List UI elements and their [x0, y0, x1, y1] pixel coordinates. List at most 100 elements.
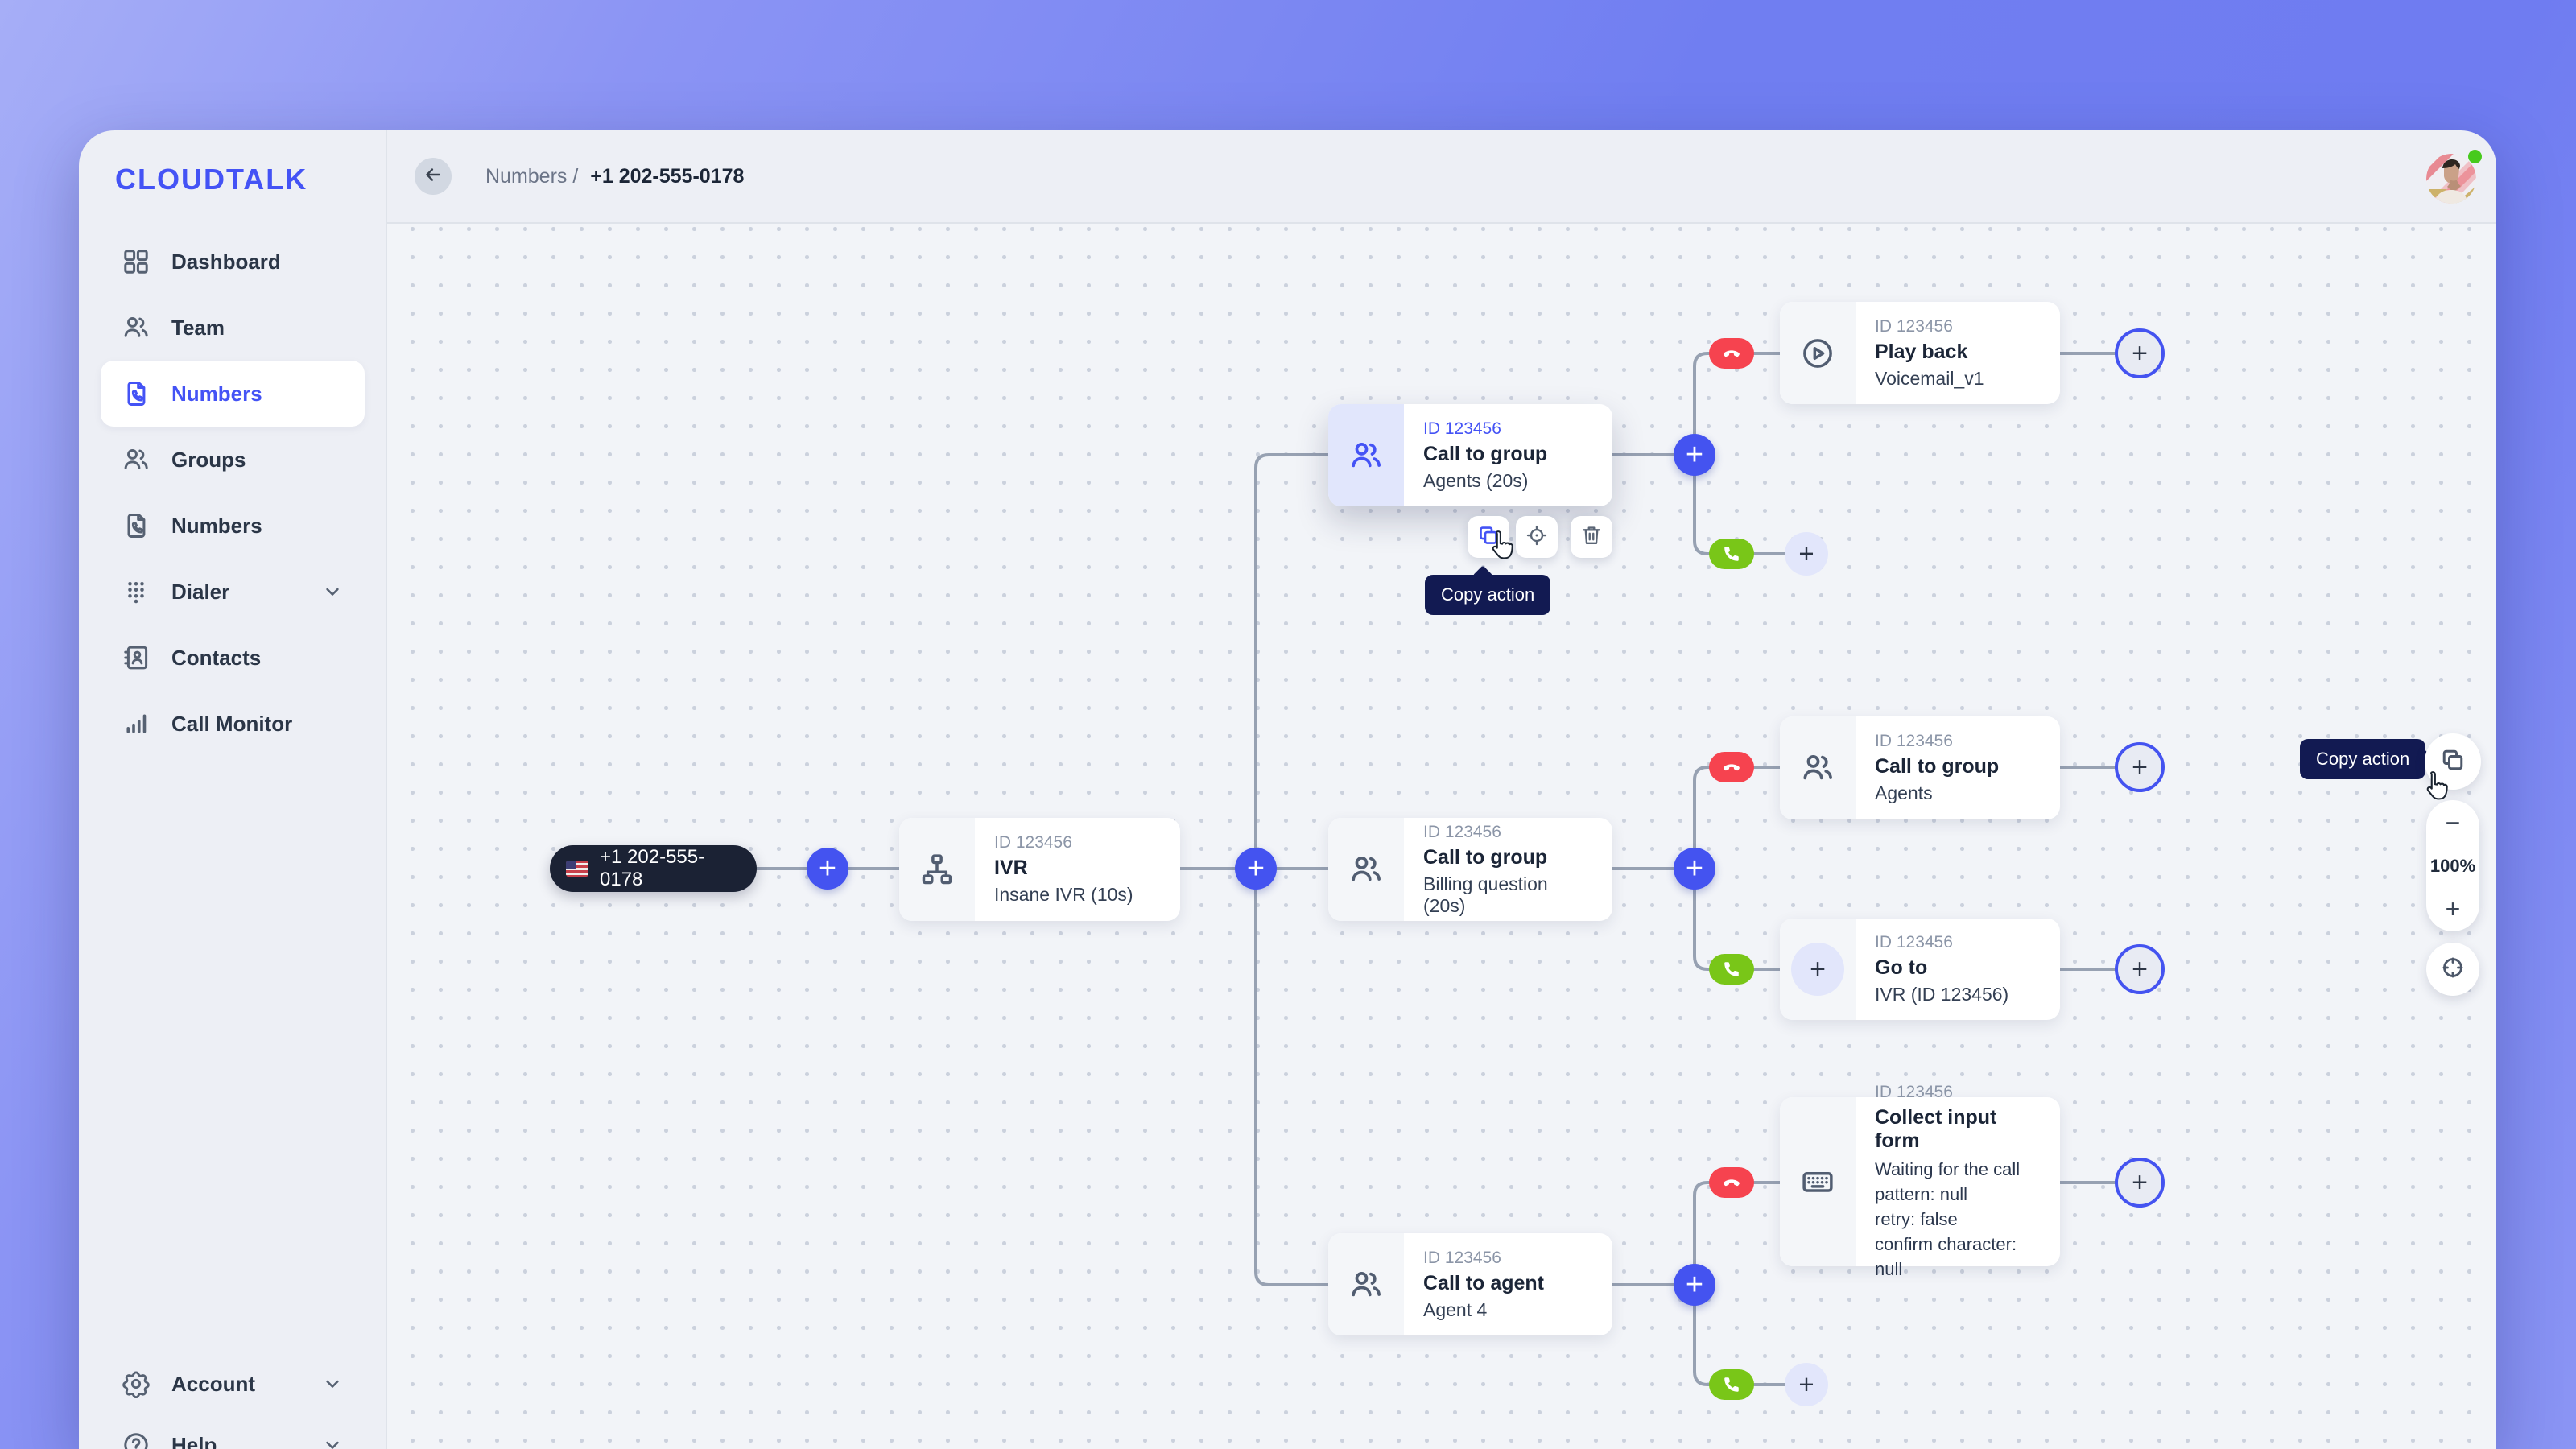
add-step-button[interactable]: + [1674, 434, 1715, 476]
phone-icon [1724, 962, 1739, 976]
number-document-icon [122, 379, 151, 408]
node-id-label: ID 123456 [1423, 822, 1501, 841]
add-node-placeholder-button[interactable]: + [1785, 532, 1828, 576]
flow-node-play-back[interactable]: ID 123456 Play back Voicemail_v1 [1780, 302, 2060, 404]
sidebar-menu: Dashboard Team Numbers Groups Numbers Di… [101, 229, 365, 757]
add-next-step-button[interactable]: + [2115, 944, 2165, 994]
sidebar-item-help[interactable]: Help [101, 1414, 365, 1449]
flow-node-call-to-group-agents-20s[interactable]: ID 123456 Call to group Agents (20s) [1328, 404, 1612, 506]
sidebar-item-dashboard[interactable]: Dashboard [101, 229, 365, 295]
app-window: CLOUDTALK Dashboard Team Numbers Groups … [79, 130, 2496, 1449]
breadcrumb-parent[interactable]: Numbers / [485, 164, 579, 188]
sidebar-item-label: Help [171, 1432, 217, 1449]
center-view-button[interactable] [2426, 943, 2479, 996]
node-detail-line: pattern: null [1875, 1183, 1967, 1204]
plus-placeholder-icon[interactable]: + [1791, 943, 1844, 996]
zoom-in-button[interactable]: + [2446, 896, 2461, 922]
node-subtitle: Voicemail_v1 [1875, 367, 1984, 389]
sidebar-item-team[interactable]: Team [101, 295, 365, 361]
chevron-down-icon [321, 1373, 344, 1395]
add-step-button[interactable]: + [1674, 1264, 1715, 1306]
add-step-button[interactable]: + [807, 848, 848, 890]
sidebar-item-call-monitor[interactable]: Call Monitor [101, 691, 365, 757]
sidebar-item-dialer[interactable]: Dialer [101, 559, 365, 625]
add-step-button[interactable]: + [1674, 848, 1715, 890]
node-title: Call to group [1875, 755, 2000, 778]
missed-call-branch-badge [1709, 752, 1754, 782]
sidebar-item-label: Account [171, 1371, 255, 1396]
crosshair-icon [2439, 954, 2467, 985]
people-icon [122, 313, 151, 342]
minus-icon: − [2445, 808, 2461, 837]
flow-node-collect-input-form[interactable]: ID 123456 Collect input form Waiting for… [1780, 1083, 2060, 1279]
bar-chart-icon [122, 709, 151, 738]
sidebar-item-label: Dialer [171, 579, 230, 604]
flow-node-call-to-agent[interactable]: ID 123456 Call to agent Agent 4 [1328, 1233, 1612, 1335]
sidebar-item-account[interactable]: Account [101, 1353, 365, 1414]
zoom-controls: − 100% + [2426, 800, 2479, 931]
missed-call-branch-badge [1709, 1167, 1754, 1198]
us-flag-icon [566, 861, 588, 877]
sidebar-item-label: Numbers [171, 381, 262, 406]
header: Numbers / +1 202-555-0178 [387, 130, 2496, 224]
breadcrumb: Numbers / +1 202-555-0178 [485, 165, 744, 188]
flow-node-ivr[interactable]: ID 123456 IVR Insane IVR (10s) [899, 818, 1180, 921]
back-button[interactable] [415, 158, 452, 195]
people-icon [1780, 716, 1856, 819]
add-next-step-button[interactable]: + [2115, 742, 2165, 792]
people-icon [1328, 404, 1404, 506]
sitemap-icon [899, 818, 975, 921]
node-title: Play back [1875, 340, 1968, 363]
flow-node-call-to-group-billing[interactable]: ID 123456 Call to group Billing question… [1328, 818, 1612, 921]
user-avatar[interactable] [2426, 154, 2476, 204]
add-node-placeholder-button[interactable]: + [1785, 1363, 1828, 1406]
plus-icon: + [1685, 851, 1704, 886]
add-next-step-button[interactable]: + [2115, 1158, 2165, 1208]
plus-icon: + [2445, 894, 2461, 923]
help-circle-icon [122, 1430, 151, 1449]
keyboard-icon [1780, 1097, 1856, 1266]
node-title: Call to agent [1423, 1271, 1545, 1294]
sidebar-item-groups[interactable]: Groups [101, 427, 365, 493]
people-icon [1328, 1233, 1404, 1335]
plus-icon: + [1810, 953, 1826, 985]
zoom-out-button[interactable]: − [2445, 808, 2461, 837]
phone-down-icon [1724, 764, 1740, 771]
phone-icon [1724, 1377, 1739, 1392]
plus-icon: + [2132, 751, 2148, 782]
answered-call-branch-badge [1709, 954, 1754, 985]
add-next-step-button[interactable]: + [2115, 328, 2165, 378]
answered-call-branch-badge [1709, 539, 1754, 569]
node-subtitle: IVR (ID 123456) [1875, 984, 2009, 1005]
node-id-label: ID 123456 [1875, 933, 1953, 952]
plus-icon: + [1798, 1369, 1814, 1399]
chevron-down-icon [321, 580, 344, 603]
answered-call-branch-badge [1709, 1369, 1754, 1400]
dashboard-grid-icon [122, 247, 151, 276]
mouse-pointer-cursor [2426, 771, 2448, 800]
node-id-label: ID 123456 [1875, 1082, 1953, 1101]
plus-icon: + [2132, 1166, 2148, 1198]
phone-icon [1724, 547, 1739, 561]
flow-node-call-to-group-agents[interactable]: ID 123456 Call to group Agents [1780, 716, 2060, 819]
locate-action-button[interactable] [1516, 516, 1558, 558]
sidebar-item-label: Groups [171, 447, 246, 472]
sidebar-item-numbers[interactable]: Numbers [101, 361, 365, 427]
plus-icon: + [1685, 1267, 1704, 1302]
arrow-left-icon [423, 164, 444, 189]
flow-canvas[interactable]: +1 202-555-0178 + + + + + ID 123456 IVR … [387, 224, 2496, 1449]
start-number-label: +1 202-555-0178 [600, 846, 705, 890]
node-icon-area: + [1780, 919, 1856, 1020]
sidebar-item-label: Dashboard [171, 249, 281, 274]
add-step-button[interactable]: + [1235, 848, 1277, 890]
chevron-down-icon [321, 1434, 344, 1449]
node-id-label: ID 123456 [1423, 1248, 1501, 1267]
flow-node-go-to-ivr[interactable]: + ID 123456 Go to IVR (ID 123456) [1780, 919, 2060, 1020]
flow-start-number-node[interactable]: +1 202-555-0178 [550, 845, 757, 892]
node-title: Call to group [1423, 845, 1548, 869]
delete-action-button[interactable] [1571, 516, 1612, 558]
node-title: Call to group [1423, 442, 1548, 465]
sidebar-item-numbers-2[interactable]: Numbers [101, 493, 365, 559]
gear-icon [122, 1369, 151, 1398]
sidebar-item-contacts[interactable]: Contacts [101, 625, 365, 691]
